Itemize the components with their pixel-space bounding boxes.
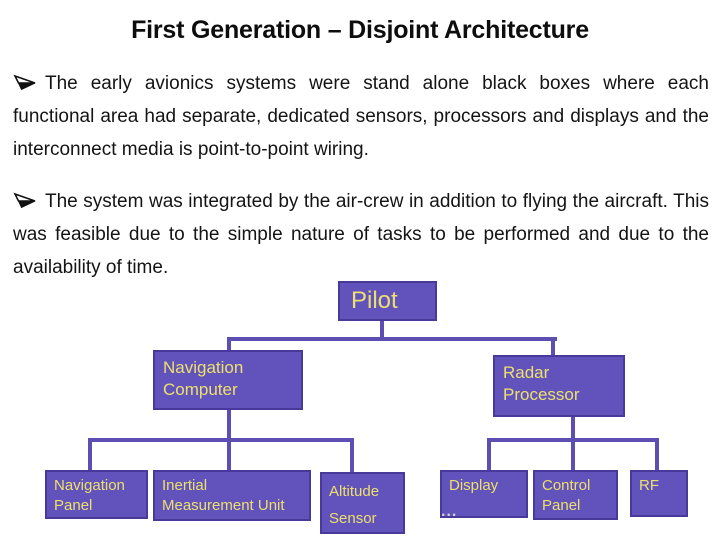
arrow-bullet-icon — [13, 192, 36, 209]
node-rf: RF — [630, 470, 688, 517]
node-radar-processor: Radar Processor — [493, 355, 625, 417]
connector-line — [227, 440, 231, 470]
node-display: Display — [440, 470, 528, 518]
connector-line — [571, 440, 575, 470]
connector-line — [551, 337, 555, 355]
slide-title: First Generation – Disjoint Architecture — [131, 16, 589, 44]
node-navigation-panel: Navigation Panel — [45, 470, 148, 519]
bullet-text: The early avionics systems were stand al… — [13, 73, 709, 160]
connector-line — [487, 438, 659, 442]
connector-line — [487, 440, 491, 470]
bullet-text: The system was integrated by the air-cre… — [13, 191, 709, 278]
connector-line — [571, 417, 575, 438]
connector-line — [227, 337, 557, 341]
connector-line — [88, 440, 92, 470]
node-control-panel: Control Panel — [533, 470, 618, 520]
node-altitude-sensor: Altitude Sensor — [320, 472, 405, 534]
node-pilot: Pilot — [338, 281, 437, 321]
node-navigation-computer: Navigation Computer — [153, 350, 303, 410]
connector-line — [655, 440, 659, 470]
bullet-paragraph: The early avionics systems were stand al… — [13, 67, 709, 166]
bullet-paragraph: The system was integrated by the air-cre… — [13, 185, 709, 284]
slide-body-text: The early avionics systems were stand al… — [13, 67, 709, 284]
connector-line — [350, 440, 354, 472]
display-ellipsis-text: ... — [441, 503, 458, 520]
connector-line — [88, 438, 354, 442]
connector-line — [227, 337, 231, 350]
connector-line — [380, 321, 384, 338]
arrow-bullet-icon — [13, 74, 36, 91]
node-inertial-measurement-unit: Inertial Measurement Unit — [153, 470, 311, 521]
connector-line — [227, 410, 231, 438]
